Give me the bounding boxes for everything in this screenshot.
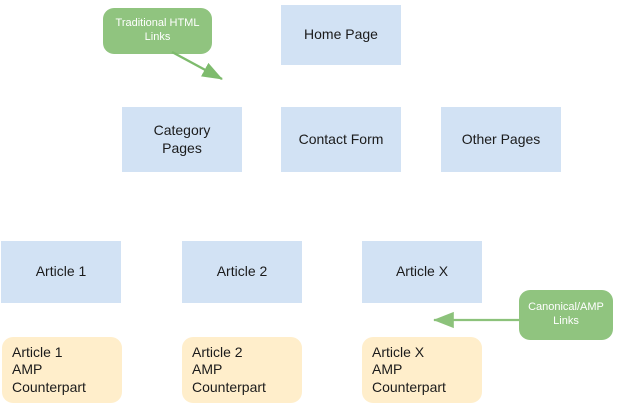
node-article-x-amp[interactable]: Article X AMP Counterpart xyxy=(362,337,482,403)
callout-traditional-html-links[interactable]: Traditional HTML Links xyxy=(103,8,212,54)
node-category-pages[interactable]: Category Pages xyxy=(122,107,242,172)
node-category-pages-label: Category Pages xyxy=(153,122,211,156)
node-home-page-label: Home Page xyxy=(304,26,378,43)
node-contact-form[interactable]: Contact Form xyxy=(281,107,401,172)
node-home-page[interactable]: Home Page xyxy=(281,5,401,65)
arrow-traditional-html-links xyxy=(171,50,223,81)
node-article-1-amp[interactable]: Article 1 AMP Counterpart xyxy=(2,337,122,403)
node-article-x-label: Article X xyxy=(395,263,449,280)
node-article-x[interactable]: Article X xyxy=(362,241,482,303)
node-article-1-label: Article 1 xyxy=(35,263,87,280)
callout-canonical-amp-links-label: Canonical/AMP Links xyxy=(528,301,604,327)
node-article-x-amp-label: Article X AMP Counterpart xyxy=(372,343,446,395)
callout-canonical-amp-links[interactable]: Canonical/AMP Links xyxy=(519,290,613,340)
node-other-pages[interactable]: Other Pages xyxy=(441,107,561,172)
node-article-2-amp-label: Article 2 AMP Counterpart xyxy=(192,343,266,395)
node-article-1-amp-label: Article 1 AMP Counterpart xyxy=(12,343,86,395)
node-article-1[interactable]: Article 1 xyxy=(1,241,121,303)
node-article-2-label: Article 2 xyxy=(216,263,268,280)
node-other-pages-label: Other Pages xyxy=(461,130,541,147)
node-article-2-amp[interactable]: Article 2 AMP Counterpart xyxy=(182,337,302,403)
node-article-2[interactable]: Article 2 xyxy=(182,241,302,303)
callout-traditional-html-links-label: Traditional HTML Links xyxy=(115,17,200,43)
node-contact-form-label: Contact Form xyxy=(298,130,384,147)
